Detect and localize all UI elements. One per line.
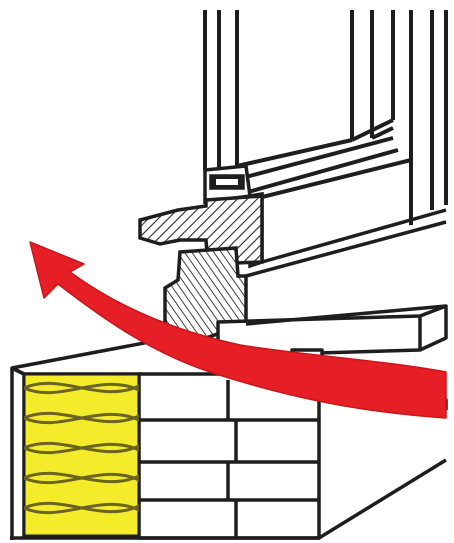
window-frame (203, 10, 448, 225)
interior-window-board (216, 208, 448, 358)
insulation (22, 372, 141, 538)
air-flow-arrow (29, 241, 447, 419)
